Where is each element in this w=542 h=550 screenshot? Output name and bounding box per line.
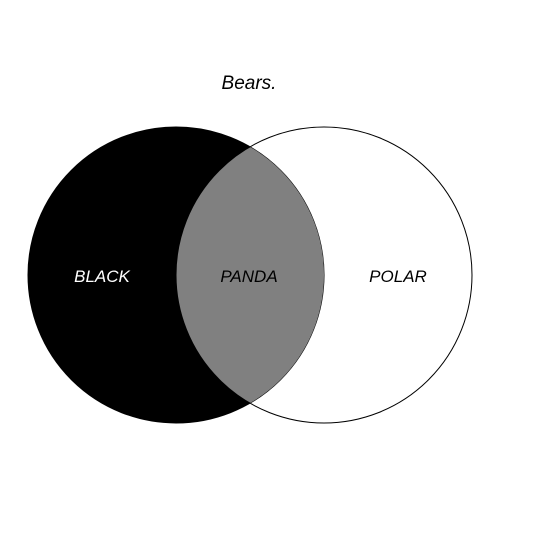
panda-intersection	[175, 127, 324, 423]
panda-label: PANDA	[220, 267, 277, 286]
diagram-title: Bears.	[222, 73, 277, 94]
polar-label: POLAR	[369, 267, 427, 286]
black-label: BLACK	[74, 267, 130, 286]
